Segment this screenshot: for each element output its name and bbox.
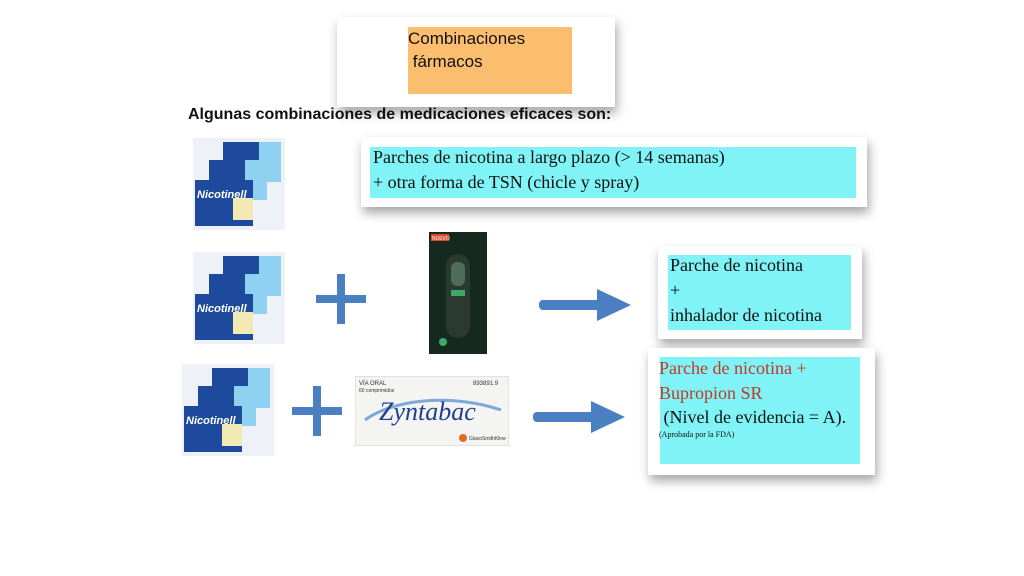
nicotinell-brand-text-1: Nicotinell	[197, 189, 247, 201]
combo3-line-2: Bupropion SR	[659, 383, 763, 403]
zyntabac-route: VÍA ORAL	[359, 380, 387, 387]
page-heading: Algunas combinaciones de medicaciones ef…	[188, 106, 612, 123]
combo3-line-3: (Nivel de evidencia = A).	[659, 407, 847, 427]
combo3-highlight	[660, 357, 860, 464]
nicotinell-brand-text-2: Nicotinell	[197, 303, 247, 315]
plus-icon-1	[314, 272, 368, 326]
combo1-highlight	[370, 147, 856, 198]
title-highlight	[408, 27, 572, 94]
zyntabac-brand: Zyntabac	[379, 397, 476, 426]
combo1-line-2: + otra forma de TSN (chicle y spray)	[373, 172, 640, 192]
combo1-card: Parches de nicotina a largo plazo (> 14 …	[361, 137, 867, 207]
title-line-1: Combinaciones	[408, 29, 526, 48]
combo3-line-4: (Aprobada por la FDA)	[659, 430, 735, 439]
combo3-card: Parche de nicotina + Bupropion SR (Nivel…	[648, 348, 875, 475]
combo2-line-1: Parche de nicotina	[670, 255, 803, 275]
combo2-card: Parche de nicotina + inhalador de nicoti…	[658, 246, 862, 339]
combo2-line-3: inhalador de nicotina	[670, 305, 822, 325]
title-card: Combinaciones fármacos	[337, 17, 615, 107]
combo3-line-1: Parche de nicotina +	[659, 358, 807, 378]
nicotinell-package-3: Nicotinell	[182, 364, 274, 456]
combo1-line-1: Parches de nicotina a largo plazo (> 14 …	[373, 147, 725, 167]
plus-icon-2	[290, 384, 344, 438]
combo2-highlight	[668, 255, 851, 330]
arrow-icon-2	[531, 397, 627, 437]
combo2-line-2: +	[670, 280, 681, 300]
zyntabac-maker: GlaxoSmithKline	[469, 436, 506, 442]
arrow-icon-1	[537, 285, 633, 325]
nicotine-inhaler-package: NUEVO	[429, 232, 487, 354]
zyntabac-count: 60 comprimidos	[359, 388, 395, 394]
title-line-2: fármacos	[408, 52, 483, 71]
inhaler-badge: NUEVO	[432, 236, 450, 242]
zyntabac-package: VÍA ORAL 60 comprimidos 893891.9 Zyntaba…	[354, 375, 510, 447]
nicotinell-package-2: Nicotinell	[193, 252, 285, 344]
nicotinell-package-1: Nicotinell	[193, 138, 285, 230]
nicotinell-brand-text-3: Nicotinell	[186, 415, 236, 427]
zyntabac-code: 893891.9	[473, 381, 499, 387]
